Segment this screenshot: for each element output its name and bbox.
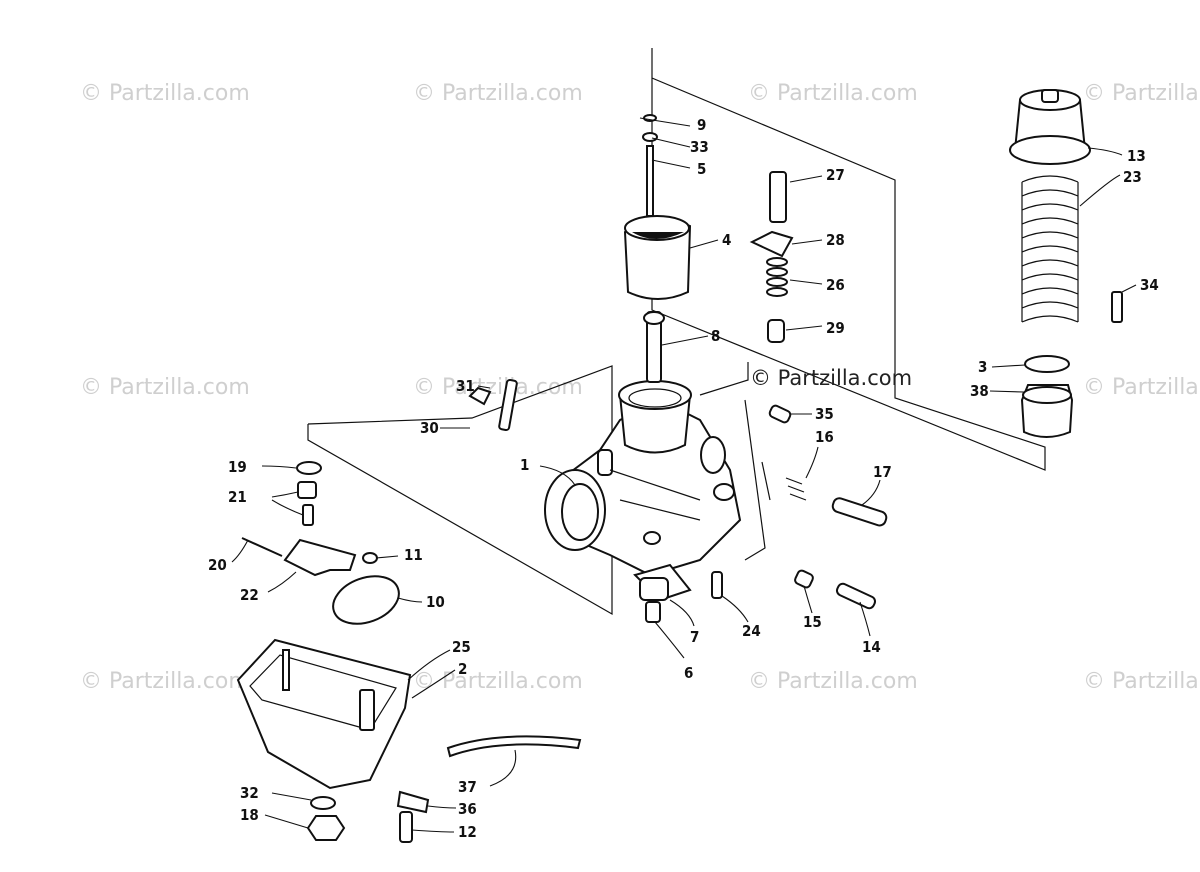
callout-10: 10 [426,593,445,611]
callout-33: 33 [690,138,709,156]
watermark: © Partzilla.com [413,81,583,106]
center-watermark: © Partzilla.com [750,366,912,390]
callout-6: 6 [684,664,693,682]
callout-26: 26 [826,276,845,294]
callout-22: 22 [240,586,259,604]
callout-25: 25 [452,638,471,656]
callout-13: 13 [1127,147,1146,165]
watermark: © Partzilla.com [80,669,250,694]
callout-7: 7 [690,628,699,646]
watermark: © Partzilla.com [413,375,583,400]
callout-23: 23 [1123,168,1142,186]
callout-18: 18 [240,806,259,824]
callout-21: 21 [228,488,247,506]
watermark: © Partzilla.com [80,375,250,400]
callout-38: 38 [970,382,989,400]
callout-36: 36 [458,800,477,818]
watermark: © Partzilla.com [413,669,583,694]
callout-27: 27 [826,166,845,184]
callout-9: 9 [697,116,706,134]
callout-35: 35 [815,405,834,423]
callout-1: 1 [520,456,529,474]
watermark: © Partzilla.com [748,81,918,106]
callout-17: 17 [873,463,892,481]
callout-labels: 9 33 5 4 8 27 28 26 29 13 23 34 3 38 31 … [208,116,1159,841]
callout-19: 19 [228,458,247,476]
callout-16: 16 [815,428,834,446]
callout-20: 20 [208,556,227,574]
slide-assembly [623,114,692,383]
callout-4: 4 [722,231,731,249]
top-cap-spring-group [1009,89,1123,438]
watermark: © Partzilla.com [748,669,918,694]
watermark: © Partzilla.com [1083,81,1200,106]
callout-3: 3 [978,358,987,376]
callout-32: 32 [240,784,259,802]
adjust-screws-group [639,404,888,623]
callout-29: 29 [826,319,845,337]
callout-15: 15 [803,613,822,631]
callout-8: 8 [711,327,720,345]
carburetor-body [544,380,742,602]
callout-11: 11 [404,546,423,564]
watermark: © Partzilla.com [1083,669,1200,694]
callout-28: 28 [826,231,845,249]
choke-plunger-group [749,171,794,343]
callout-5: 5 [697,160,706,178]
callout-34: 34 [1140,276,1159,294]
watermark: © Partzilla.com [1083,375,1200,400]
float-bowl-group [236,378,582,843]
callout-14: 14 [862,638,881,656]
callout-31: 31 [456,377,475,395]
callout-2: 2 [458,660,467,678]
watermark: © Partzilla.com [80,81,250,106]
spring [1021,175,1079,323]
callout-24: 24 [742,622,761,640]
callout-30: 30 [420,419,439,437]
callout-37: 37 [458,778,477,796]
callout-12: 12 [458,823,477,841]
